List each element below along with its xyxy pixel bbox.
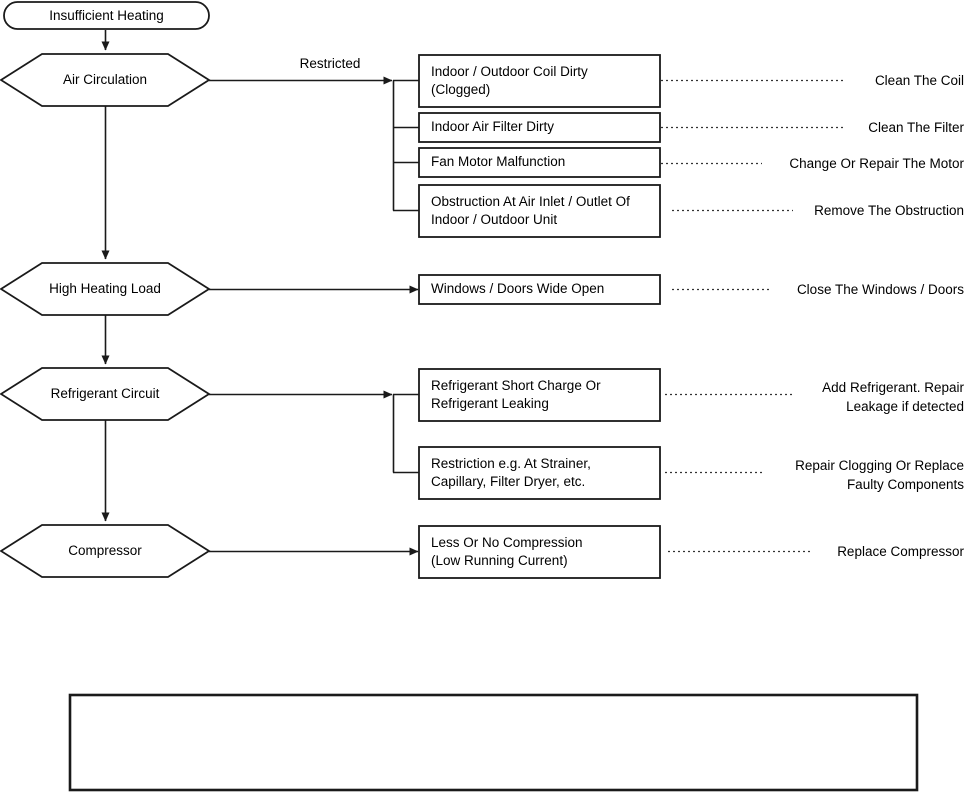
category-shape-refrigerant-circuit[interactable]	[0, 367, 211, 421]
action-label-add-refrigerant: Add Refrigerant. Repair Leakage if detec…	[822, 380, 964, 414]
notes-box[interactable]	[68, 693, 919, 792]
cause-box-refrigerant-short-charge[interactable]	[418, 368, 661, 422]
category-shape-high-heating-load[interactable]	[0, 262, 211, 316]
cause-box-windows-doors-open[interactable]	[418, 274, 661, 305]
action-label-clean-the-coil: Clean The Coil	[874, 73, 964, 88]
start-symbol-shape[interactable]	[3, 1, 210, 30]
action-label-close-windows-doors: Close The Windows / Doors	[796, 282, 964, 297]
action-label-change-repair-motor: Change Or Repair The Motor	[789, 156, 964, 171]
cause-box-obstruction[interactable]	[418, 184, 661, 238]
cause-box-coil-dirty[interactable]	[418, 54, 661, 108]
cause-box-less-no-compression[interactable]	[418, 525, 661, 579]
cause-box-fan-motor[interactable]	[418, 147, 661, 178]
action-label-remove-obstruction: Remove The Obstruction	[814, 203, 964, 218]
action-label-clean-the-filter: Clean The Filter	[868, 120, 964, 135]
edge-label-restricted: Restricted	[299, 56, 361, 71]
category-shape-compressor[interactable]	[0, 524, 211, 578]
cause-box-filter-dirty[interactable]	[418, 112, 661, 143]
action-label-replace-compressor: Replace Compressor	[837, 544, 964, 559]
action-label-repair-clogging: Repair Clogging Or Replace Faulty Compon…	[795, 458, 964, 492]
category-shape-air-circulation[interactable]	[0, 53, 211, 107]
cause-box-restriction-strainer[interactable]	[418, 446, 661, 500]
